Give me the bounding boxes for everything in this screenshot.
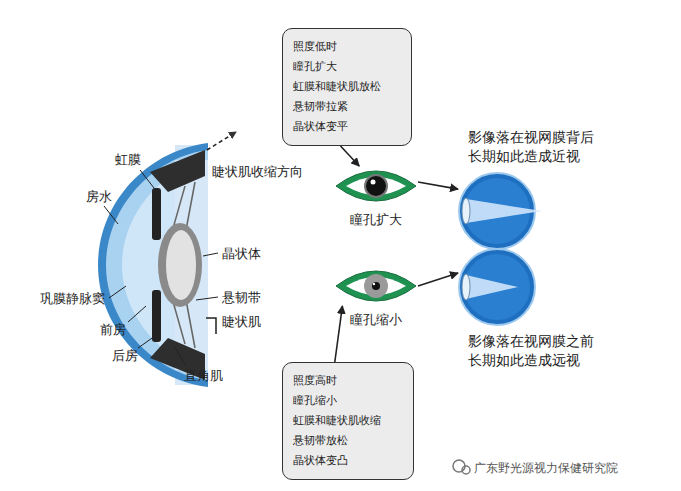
box-line: 虹膜和睫状肌收缩 — [293, 411, 403, 431]
iris-top — [152, 188, 161, 240]
contraction-arrow — [207, 132, 236, 150]
box-line: 晶状体变平 — [293, 117, 401, 137]
eye-icon — [334, 266, 418, 306]
part-label: 直角肌 — [184, 368, 223, 384]
arrow-connector — [341, 146, 360, 166]
sclera — [98, 143, 208, 387]
box-line: 悬韧带拉紧 — [293, 97, 401, 117]
callout-box: 照度低时瞳孔扩大虹膜和睫状肌放松悬韧带拉紧晶状体变平 — [282, 28, 412, 146]
eyeball-node: 影像落在视网膜背后 长期如此造成近视 — [458, 172, 536, 250]
box-line: 照度低时 — [293, 37, 401, 57]
box-line: 瞳孔缩小 — [293, 391, 403, 411]
lens — [158, 223, 202, 307]
eye-caption: 瞳孔扩大 — [350, 212, 402, 228]
box-line: 虹膜和睫状肌放松 — [293, 77, 401, 97]
arrow-connector — [335, 306, 343, 362]
eye-node: 瞳孔缩小 — [334, 266, 418, 306]
lens-core — [166, 230, 196, 300]
eyeball-inner — [464, 254, 530, 320]
arrow-connector — [418, 182, 458, 189]
eye-outline — [336, 171, 416, 201]
zonule — [186, 300, 195, 348]
lens — [462, 198, 470, 224]
part-label: 巩膜静脉窦 — [40, 291, 105, 307]
eye-outline — [336, 271, 416, 301]
light-cone — [466, 275, 518, 299]
eyeball-icon — [458, 248, 536, 326]
zonule — [186, 182, 195, 230]
lens — [462, 274, 470, 300]
part-label: 睫状肌 — [222, 314, 261, 330]
eye-caption: 瞳孔缩小 — [350, 312, 402, 328]
iris — [364, 274, 388, 298]
part-label: 前房 — [100, 322, 126, 338]
pupil — [372, 282, 380, 290]
iris-bottom — [152, 290, 161, 342]
box-line: 照度高时 — [293, 371, 403, 391]
part-label: 睫状肌收缩方向 — [212, 164, 303, 180]
part-label: 房水 — [86, 189, 112, 205]
pupil — [366, 176, 386, 196]
part-label: 晶状体 — [222, 246, 261, 262]
arrow-connector — [418, 273, 458, 286]
box-line: 瞳孔扩大 — [293, 57, 401, 77]
box-line: 晶状体变凸 — [293, 451, 403, 471]
part-label: 悬韧带 — [222, 290, 261, 306]
iris — [364, 174, 388, 198]
ciliary-top — [150, 150, 205, 192]
result-note: 影像落在视网膜背后 长期如此造成近视 — [468, 128, 608, 166]
eyeball-node: 影像落在视网膜之前 长期如此造成远视 — [458, 248, 536, 326]
eyeball-icon — [458, 172, 536, 250]
eye-white — [346, 177, 406, 195]
eye-node: 瞳孔扩大 — [334, 166, 418, 206]
eyeball — [459, 249, 535, 325]
highlight — [373, 283, 375, 285]
watermark-icon — [453, 460, 470, 474]
bracket — [206, 318, 216, 334]
part-label: 虹膜 — [115, 152, 141, 168]
part-label: 后房 — [112, 348, 138, 364]
aqueous — [122, 160, 208, 370]
cornea — [106, 150, 208, 380]
callout-box: 照度高时瞳孔缩小虹膜和睫状肌收缩悬韧带放松晶状体变凸 — [282, 362, 414, 480]
highlight — [371, 180, 376, 185]
result-note: 影像落在视网膜之前 长期如此造成远视 — [468, 332, 608, 370]
watermark: 广东野光源视力保健研究院 — [474, 460, 618, 476]
eye-icon — [334, 166, 418, 206]
light-cone — [466, 199, 542, 223]
box-line: 悬韧带放松 — [293, 431, 403, 451]
